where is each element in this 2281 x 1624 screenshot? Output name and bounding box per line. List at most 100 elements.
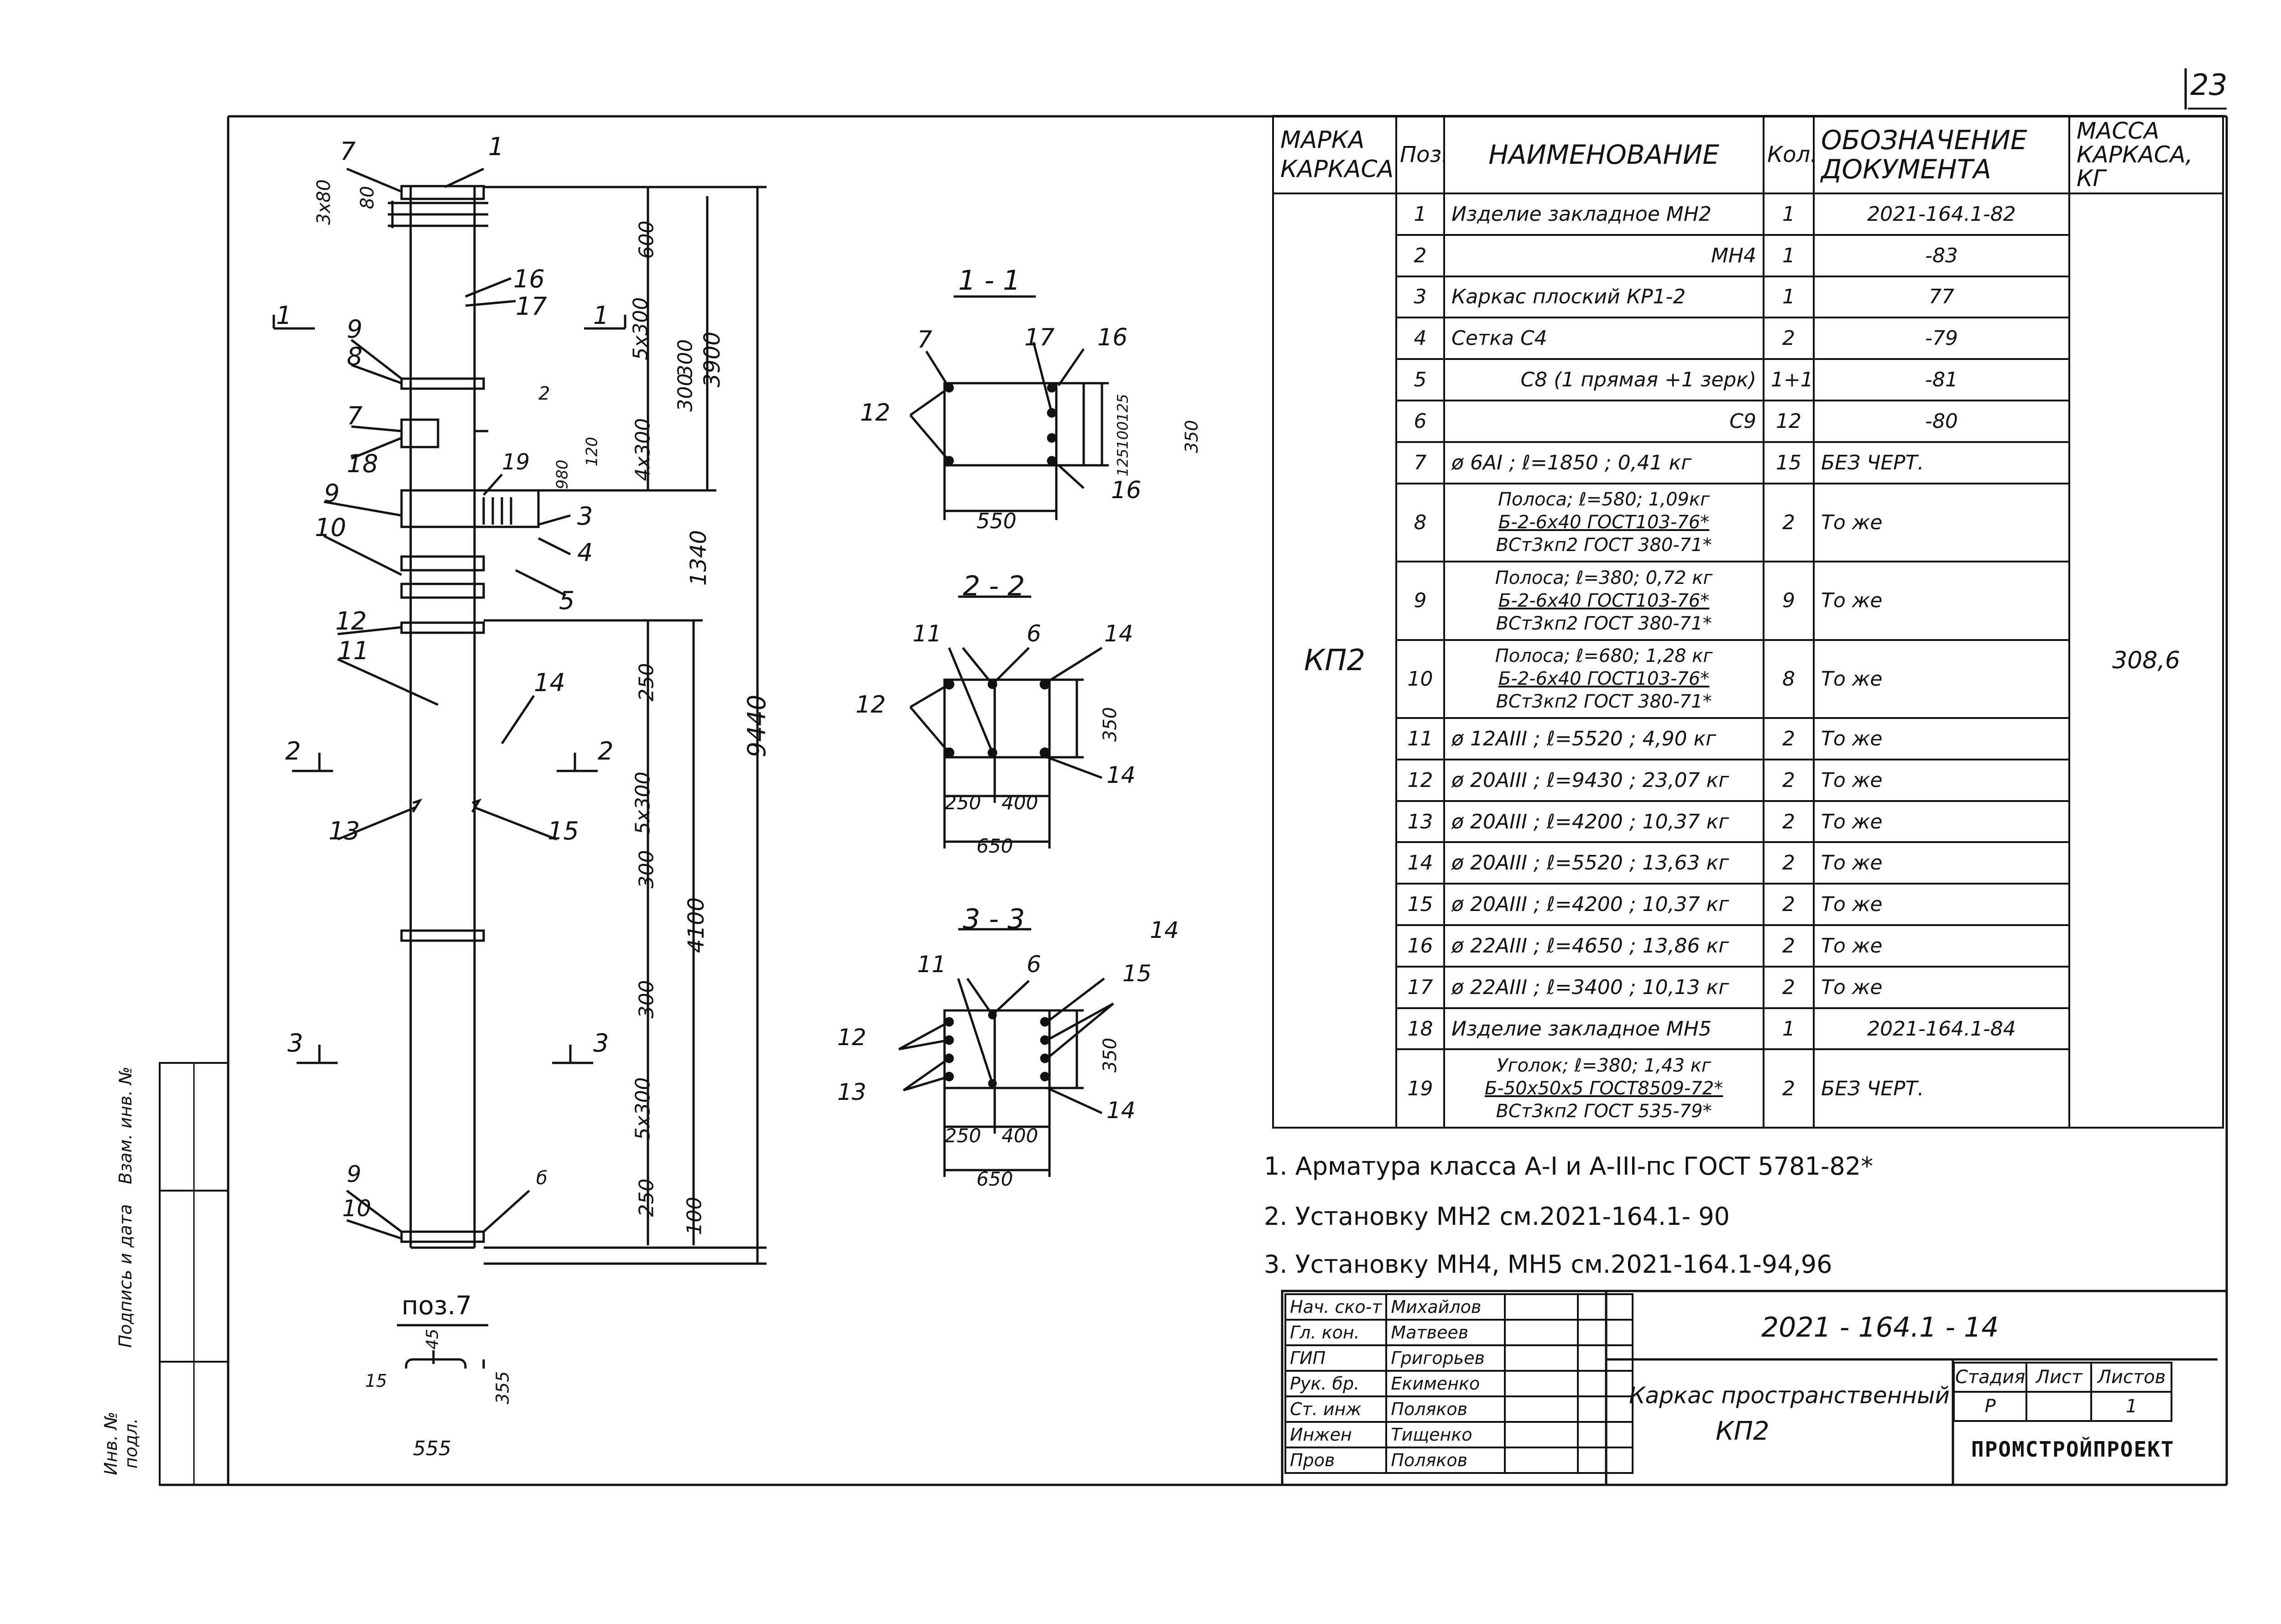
callout-8: 8	[347, 342, 363, 371]
signature-cell	[1504, 1319, 1579, 1346]
dim-300-d: 300	[635, 980, 658, 1019]
sec3-dim-350: 350	[1100, 1037, 1121, 1073]
callout-b: б	[536, 1168, 548, 1189]
pos-cell: 12	[1395, 758, 1445, 802]
person-name-cell: Григорьев	[1385, 1344, 1506, 1372]
pos7-dim-45: 45	[423, 1328, 442, 1350]
signature-cell	[1504, 1344, 1579, 1372]
dim-250-top: 250	[635, 663, 658, 702]
dim-300-c: 300	[635, 850, 658, 889]
sec2-dim-400: 400	[1002, 791, 1039, 814]
doc-cell: То же	[1813, 482, 2070, 563]
pos-cell: 7	[1395, 441, 1445, 484]
dim-250-low: 250	[635, 1178, 658, 1217]
signature-cell	[1504, 1421, 1579, 1448]
callout-1: 1	[488, 132, 504, 161]
date-cell	[1577, 1293, 1634, 1321]
name-cell: ø 6АI ; ℓ=1850 ; 0,41 кг	[1443, 441, 1764, 484]
sec1-dim-125-b: 125	[1114, 394, 1132, 422]
dim-3900: 3900	[699, 331, 726, 388]
qty-cell: 2	[1763, 965, 1815, 1009]
role-cell: ГИП	[1284, 1344, 1388, 1372]
qty-cell: 1	[1763, 275, 1815, 319]
doc-cell: То же	[1813, 924, 2070, 968]
stamp-inv-no: Инв. № подл.	[101, 1411, 141, 1475]
name-cell: МН4	[1443, 234, 1764, 277]
header-pos: Поз.	[1395, 115, 1445, 194]
sec3-callout-14-bottom: 14	[1107, 1097, 1136, 1124]
qty-cell: 2	[1763, 883, 1815, 927]
stage-header: Стадия	[1952, 1362, 2028, 1393]
name-cell: С8 (1 прямая +1 зерк)	[1443, 358, 1764, 401]
note-1: 1. Арматура класса А-I и А-III-пс ГОСТ 5…	[1264, 1152, 1874, 1181]
elevation-drawing	[272, 167, 767, 1369]
doc-cell: То же	[1813, 561, 2070, 641]
callout-9-lower: 9	[347, 1161, 361, 1187]
pos7-dim-555: 555	[413, 1437, 451, 1460]
doc-cell: То же	[1813, 883, 2070, 927]
callout-15: 15	[548, 817, 579, 845]
doc-cell: То же	[1813, 965, 2070, 1009]
sec1-callout-12: 12	[860, 399, 891, 427]
section-3-title: 3 - 3	[963, 903, 1025, 935]
person-name-cell: Матвеев	[1385, 1319, 1506, 1346]
dim-600: 600	[635, 220, 658, 259]
sec2-callout-14-top: 14	[1104, 620, 1133, 647]
person-name-cell: Поляков	[1385, 1395, 1506, 1423]
dim-100: 100	[683, 1197, 706, 1235]
pos-cell: 10	[1395, 639, 1445, 719]
section-2-title: 2 - 2	[963, 570, 1025, 602]
name-cell: ø 20АIII ; ℓ=4200 ; 10,37 кг	[1443, 800, 1764, 843]
dim-4x300: 4x300	[631, 418, 655, 481]
sheet-title-line2: КП2	[1716, 1416, 1769, 1446]
header-doc: ОБОЗНАЧЕНИЕ ДОКУМЕНТА	[1813, 115, 2070, 194]
doc-cell: БЕЗ ЧЕРТ.	[1813, 1048, 2070, 1129]
callout-3: 3	[577, 502, 593, 531]
date-cell	[1577, 1370, 1634, 1397]
pos-cell: 14	[1395, 841, 1445, 885]
sec1-callout-16-top: 16	[1097, 324, 1128, 351]
sec3-callout-13: 13	[837, 1079, 866, 1105]
qty-cell: 1	[1763, 193, 1815, 236]
sec3-dim-650: 650	[976, 1168, 1013, 1190]
callout-16: 16	[513, 265, 545, 293]
qty-cell: 8	[1763, 639, 1815, 719]
pos-cell: 2	[1395, 234, 1445, 277]
section-1-title: 1 - 1	[958, 265, 1021, 297]
callout-14: 14	[534, 668, 565, 697]
qty-cell: 1	[1763, 1007, 1815, 1051]
qty-cell: 2	[1763, 841, 1815, 885]
section-mark-3-right: 3	[593, 1029, 609, 1057]
sec1-callout-16-bottom: 16	[1111, 477, 1142, 504]
signature-cell	[1504, 1370, 1579, 1397]
qty-cell: 15	[1763, 441, 1815, 484]
sheet-value	[2025, 1391, 2093, 1422]
role-cell: Гл. кон.	[1284, 1319, 1388, 1346]
doc-cell: БЕЗ ЧЕРТ.	[1813, 441, 2070, 484]
sec2-callout-6: 6	[1027, 620, 1041, 647]
name-cell: ø 12АIII ; ℓ=5520 ; 4,90 кг	[1443, 717, 1764, 760]
section-mark-1-left: 1	[276, 301, 292, 330]
doc-cell: 2021-164.1-82	[1813, 193, 2070, 236]
callout-18: 18	[347, 449, 378, 478]
note-3: 3. Установку МН4, МН5 см.2021-164.1-94,9…	[1264, 1250, 1832, 1279]
qty-cell: 12	[1763, 399, 1815, 443]
callout-7-top: 7	[340, 137, 356, 166]
pos-cell: 3	[1395, 275, 1445, 319]
callout-2: 2	[538, 383, 550, 404]
person-name-cell: Тищенко	[1385, 1421, 1506, 1448]
signature-row: Рук. бр.Екименко	[1284, 1370, 1634, 1397]
